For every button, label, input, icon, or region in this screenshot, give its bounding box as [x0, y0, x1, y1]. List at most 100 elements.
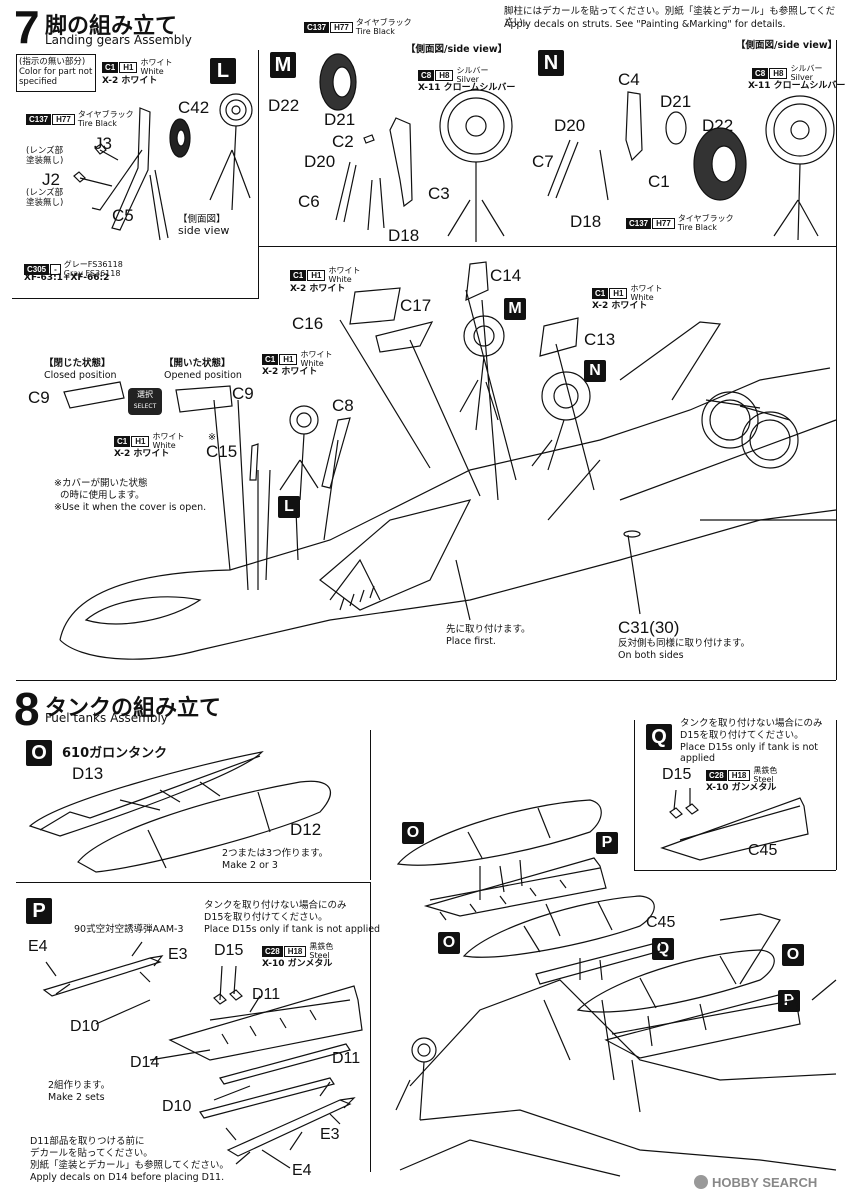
part-E4-bottom: E4: [292, 1162, 312, 1179]
part-D18-N: D18: [570, 212, 602, 231]
step-8-title: タンクの組み立て: [45, 696, 222, 721]
make-jp: 2つまたは3つ作ります。: [222, 848, 329, 859]
asterisk-mark: ※: [208, 432, 216, 443]
place-first-en: Place first.: [446, 636, 496, 647]
part-C15: C15: [206, 442, 238, 461]
part-D10-top: D10: [70, 1018, 100, 1035]
cover-note-en: ※Use it when the cover is open.: [54, 502, 207, 513]
opened-en: Opened position: [164, 370, 242, 381]
section-O-border-right: [370, 730, 371, 880]
missile-name: 90式空対空誘導弾AAM-3: [74, 924, 184, 935]
both-sides-jp: 反対側も同様に取り付けます。: [618, 638, 751, 649]
white-x2-C9: X-2 ホワイト: [114, 449, 170, 459]
part-C31: C31(30): [618, 618, 680, 637]
part-C17: C17: [400, 296, 432, 315]
decal-note-jp: 脚柱にはデカールを貼ってください。別紙「塗装とデカール」も参照してください。: [504, 6, 836, 28]
step-7-number: 7: [14, 1, 40, 53]
part-D14: D14: [130, 1054, 160, 1071]
step-8-subtitle: Fuel tanks Assembly: [45, 711, 168, 725]
step-8-number: 8: [14, 683, 40, 735]
landing-gear-L-drawing: [73, 93, 253, 241]
white-x2-C8: X-2 ホワイト: [262, 367, 318, 377]
watermark-logo-icon: [694, 1175, 708, 1189]
lens-note-1: (レンズ部塗装無し): [26, 146, 64, 166]
part-D13: D13: [72, 764, 104, 783]
notank-en-P: Place D15s only if tank is not applied: [204, 924, 381, 935]
step7-right-border: [836, 40, 837, 680]
section-O-badge: O: [26, 740, 52, 766]
sets-jp: 2組作ります。: [48, 1080, 111, 1091]
part-E3-top: E3: [168, 946, 188, 963]
side-view-label-L: 【側面図】side view: [178, 214, 230, 237]
cover-note-jp2: の時に使用します。: [60, 490, 145, 501]
part-D12: D12: [290, 820, 322, 839]
part-D11-top: D11: [252, 986, 281, 1003]
section-P-border-right: [370, 882, 371, 1172]
section-Q-border-left: [634, 720, 635, 870]
part-D21-N: D21: [660, 92, 692, 111]
part-C4: C4: [618, 70, 640, 89]
notank-jp2-Q: D15を取り付けてください。: [680, 730, 804, 741]
marker-O-1: O: [402, 822, 424, 844]
opened-jp: 【開いた状態】: [164, 358, 231, 369]
sets-en: Make 2 sets: [48, 1092, 105, 1103]
part-D21-M: D21: [324, 110, 356, 129]
part-C45-main: C45: [646, 914, 676, 931]
notank-jp2-P: D15を取り付けてください。: [204, 912, 328, 923]
tank-name: 610ガロンタンク: [62, 746, 168, 761]
make-en: Make 2 or 3: [222, 860, 278, 871]
unspecified-color-box: (指示の無い部分) Color for part not specified: [16, 54, 96, 92]
landing-gear-MN-drawing: [319, 53, 835, 242]
part-D15-Q: D15: [662, 766, 692, 783]
part-C1: C1: [648, 172, 670, 191]
part-D11-bottom: D11: [332, 1050, 361, 1067]
gray-mix-label: XF-63:1+XF-66:2: [24, 273, 110, 283]
d11-note-en: Apply decals on D14 before placing D11.: [30, 1172, 225, 1183]
part-E4-top: E4: [28, 938, 48, 955]
marker-N: N: [584, 360, 606, 382]
part-C5: C5: [112, 206, 134, 225]
d11-note-jp2: デカールを貼ってください。: [30, 1148, 153, 1159]
note-box-en2: specified: [19, 77, 58, 87]
section-L-border-right: [258, 50, 259, 298]
part-C42: C42: [178, 98, 210, 117]
closed-en: Closed position: [44, 370, 117, 381]
marker-M: M: [504, 298, 526, 320]
section-8-border-right: [836, 720, 837, 870]
marker-L: L: [278, 496, 300, 518]
section-Q-border-bottom: [634, 870, 836, 871]
note-box-en1: Color for part not: [19, 67, 93, 77]
notank-jp1-P: タンクを取り付けない場合にのみ: [204, 900, 347, 911]
place-first-jp: 先に取り付けます。: [446, 624, 531, 635]
step-7-title: 脚の組み立て: [45, 14, 178, 39]
section-N-badge: N: [538, 50, 564, 76]
part-D20-N: D20: [554, 116, 586, 135]
part-C14: C14: [490, 266, 522, 285]
note-box-jp: (指示の無い部分): [19, 57, 86, 67]
white-x2-C14: X-2 ホワイト: [290, 284, 346, 294]
section-Q-badge: Q: [646, 724, 672, 750]
part-D20-M: D20: [304, 152, 336, 171]
cover-note-jp1: ※カバーが開いた状態: [54, 478, 148, 489]
part-C6: C6: [298, 192, 320, 211]
d11-note-jp3: 別紙「塗装とデカール」も参照してください。: [30, 1160, 229, 1171]
part-C9-closed: C9: [28, 388, 50, 407]
d11-note-jp1: D11部品を取りつける前に: [30, 1136, 145, 1147]
watermark-text: HOBBY SEARCH: [712, 1174, 818, 1190]
part-J3: J3: [94, 134, 112, 153]
part-C2: C2: [332, 132, 354, 151]
both-sides-en: On both sides: [618, 650, 684, 661]
